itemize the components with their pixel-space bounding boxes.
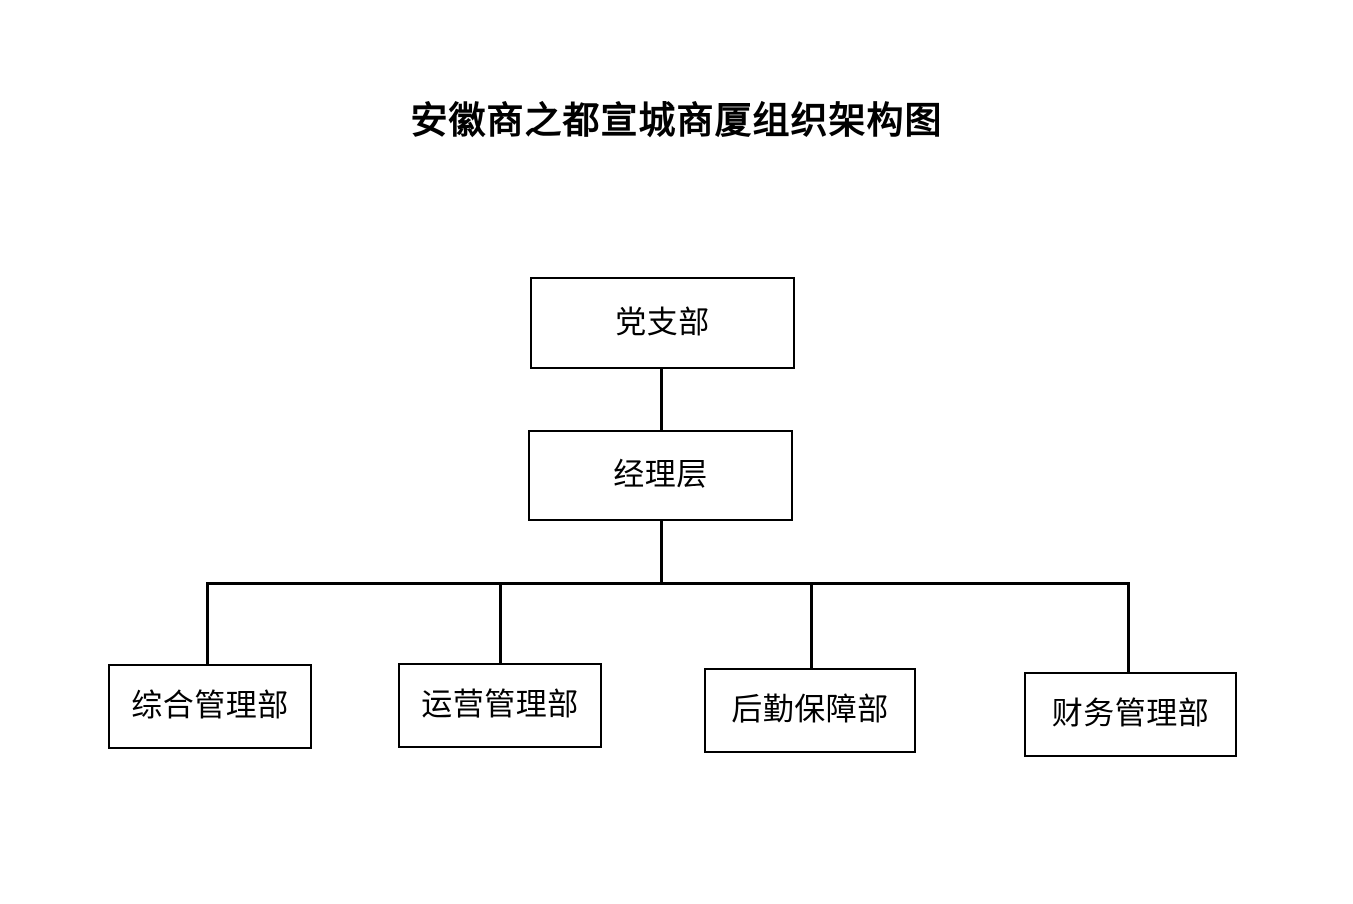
- org-node-finance[interactable]: 财务管理部: [1024, 672, 1237, 757]
- org-node-logistics[interactable]: 后勤保障部: [704, 668, 916, 753]
- org-node-management[interactable]: 经理层: [528, 430, 793, 521]
- connector-drop-operations: [499, 582, 502, 664]
- connector-party-branch-to-management: [660, 369, 663, 431]
- org-node-label: 财务管理部: [1051, 696, 1210, 732]
- org-node-party-branch[interactable]: 党支部: [530, 277, 795, 369]
- org-node-label: 后勤保障部: [731, 692, 889, 728]
- connector-drop-logistics: [810, 582, 813, 669]
- org-node-label: 党支部: [615, 304, 710, 341]
- connector-drop-finance: [1127, 582, 1130, 673]
- org-node-label: 综合管理部: [131, 688, 289, 724]
- org-node-label: 经理层: [613, 457, 708, 493]
- page-title: 安徽商之都宣城商厦组织架构图: [410, 98, 943, 142]
- org-node-label: 运营管理部: [421, 687, 579, 723]
- connector-drop-general-admin: [206, 582, 209, 665]
- org-node-general-admin[interactable]: 综合管理部: [108, 664, 312, 749]
- connector-management-trunk: [660, 521, 663, 584]
- connector-horizontal-bus: [206, 582, 1129, 585]
- org-node-operations[interactable]: 运营管理部: [398, 663, 602, 748]
